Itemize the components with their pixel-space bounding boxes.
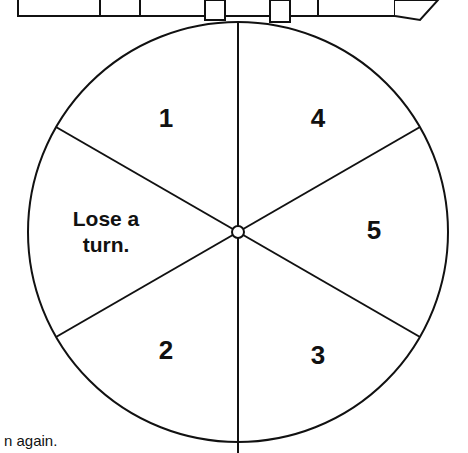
sector-number: 3 [288,339,348,372]
sector-number: 5 [344,214,404,247]
divider [56,127,420,337]
sector-number: 1 [136,102,196,135]
hub [232,226,244,238]
sector-text: Lose a turn. [65,206,147,259]
cut-off-note: n again. [4,432,57,451]
sector-number: 4 [288,102,348,135]
fence-arrow [18,0,438,22]
sector-number: 2 [136,334,196,367]
divider [56,127,420,337]
